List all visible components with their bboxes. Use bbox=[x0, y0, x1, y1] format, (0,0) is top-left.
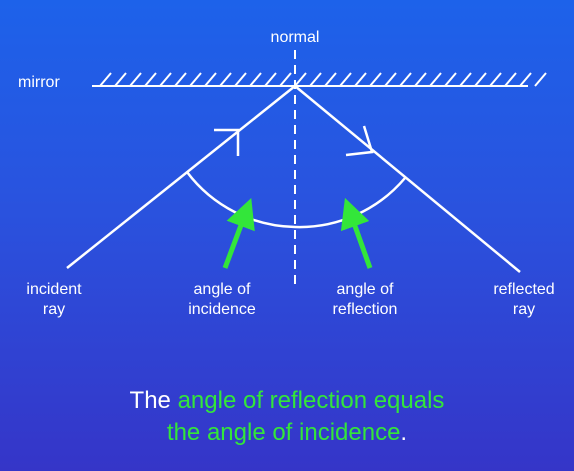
mirror-hatch bbox=[99, 72, 112, 87]
caption-line-2: the angle of incidence. bbox=[166, 419, 408, 446]
mirror-label: mirror bbox=[18, 74, 60, 91]
mirror-hatch bbox=[159, 72, 172, 87]
mirror-hatch bbox=[189, 72, 202, 87]
angle-of-incidence-pointer bbox=[222, 197, 255, 269]
mirror-hatch bbox=[504, 72, 517, 87]
mirror-hatch bbox=[459, 72, 472, 87]
mirror-hatch bbox=[534, 72, 547, 87]
mirror-hatch bbox=[339, 72, 352, 87]
mirror-hatch bbox=[144, 72, 157, 87]
incident-ray-arrowhead bbox=[214, 128, 240, 156]
mirror-hatch bbox=[264, 72, 277, 87]
mirror-hatch bbox=[474, 72, 487, 87]
angle-of-reflection-arc bbox=[294, 177, 406, 229]
mirror-hatch bbox=[249, 72, 262, 87]
angle-of-incidence-label: angle of incidence bbox=[188, 281, 256, 318]
mirror-hatch bbox=[444, 72, 457, 87]
reflected-ray-arrowhead bbox=[345, 125, 374, 157]
mirror-hatch bbox=[414, 72, 427, 87]
reflected-ray bbox=[294, 85, 521, 273]
mirror-hatch bbox=[309, 72, 322, 87]
mirror-hatch bbox=[219, 72, 232, 87]
mirror-hatch bbox=[399, 72, 412, 87]
mirror-hatching bbox=[99, 72, 547, 87]
mirror-hatch bbox=[129, 72, 142, 87]
mirror-hatch bbox=[519, 72, 532, 87]
mirror-hatch bbox=[489, 72, 502, 87]
mirror-hatch bbox=[354, 72, 367, 87]
normal-label: normal bbox=[270, 29, 320, 46]
incident-ray-label: incident ray bbox=[26, 281, 82, 318]
caption: The angle of reflection equals the angle… bbox=[0, 385, 574, 449]
reflected-ray-label: reflected ray bbox=[493, 281, 555, 318]
mirror-hatch bbox=[114, 72, 127, 87]
mirror-hatch bbox=[174, 72, 187, 87]
angle-of-reflection-label: angle of reflection bbox=[332, 281, 398, 318]
mirror-hatch bbox=[369, 72, 382, 87]
angle-of-reflection-pointer bbox=[340, 197, 373, 269]
incident-ray bbox=[66, 85, 296, 269]
mirror-hatch bbox=[294, 72, 307, 87]
mirror-hatch bbox=[279, 72, 292, 87]
mirror-hatch bbox=[384, 72, 397, 87]
mirror-hatch bbox=[234, 72, 247, 87]
mirror-hatch bbox=[324, 72, 337, 87]
mirror-hatch bbox=[429, 72, 442, 87]
caption-line-1: The angle of reflection equals bbox=[129, 387, 445, 414]
mirror-hatch bbox=[204, 72, 217, 87]
